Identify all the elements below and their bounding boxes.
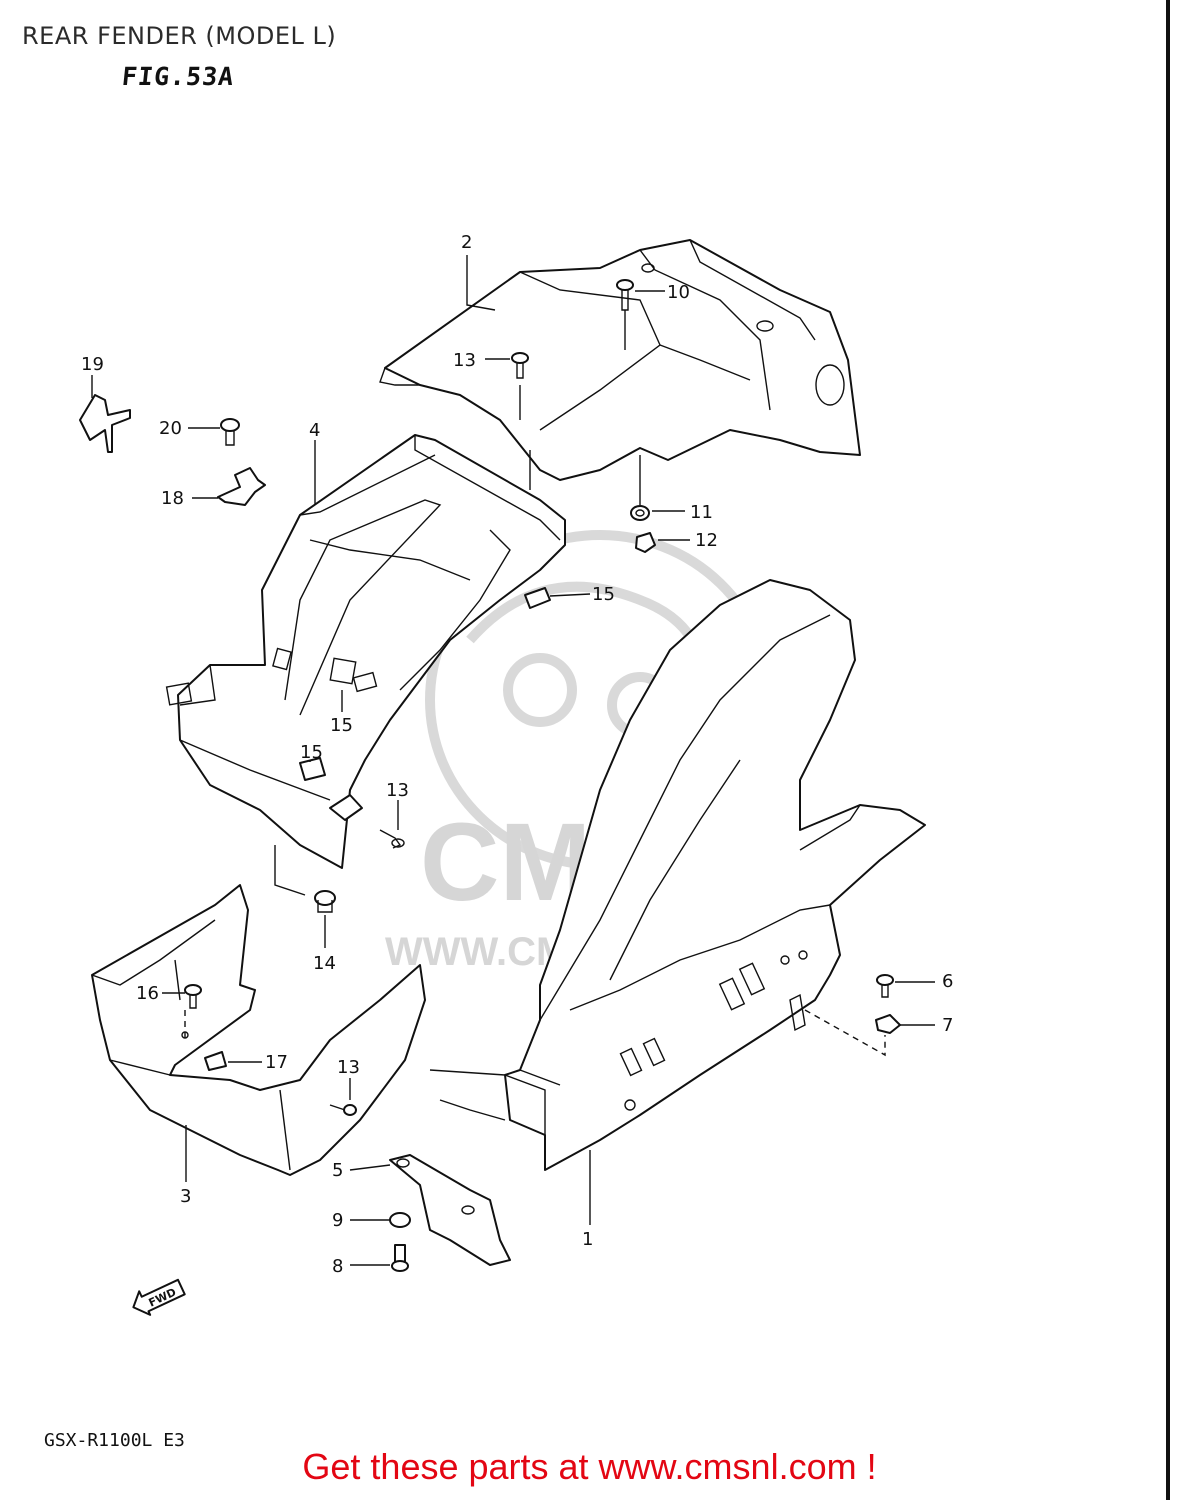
bolt-20 bbox=[220, 418, 240, 446]
footer-ad-link[interactable]: Get these parts at www.cmsnl.com ! bbox=[302, 1446, 877, 1487]
part-5-bracket bbox=[389, 1154, 511, 1266]
callout-9: 9 bbox=[332, 1210, 343, 1231]
callout-15-center: 15 bbox=[330, 715, 353, 736]
callout-6: 6 bbox=[942, 971, 953, 992]
callout-13-upper: 13 bbox=[453, 350, 476, 371]
callout-15-left: 15 bbox=[300, 742, 323, 763]
bolt-16 bbox=[184, 984, 202, 1009]
callout-16: 16 bbox=[136, 983, 159, 1004]
fwd-badge-text: FWD bbox=[147, 1286, 179, 1310]
callout-17: 17 bbox=[265, 1052, 288, 1073]
leader-lines bbox=[91, 255, 935, 1266]
callout-3: 3 bbox=[180, 1186, 191, 1207]
callout-7: 7 bbox=[942, 1015, 953, 1036]
nut-9 bbox=[389, 1212, 411, 1228]
model-code: GSX-R1100L E3 bbox=[44, 1430, 185, 1451]
page-title: REAR FENDER (MODEL L) bbox=[22, 22, 337, 50]
bolt-8 bbox=[391, 1244, 409, 1272]
page-edge-border bbox=[1166, 0, 1170, 1500]
callout-13-mid: 13 bbox=[386, 780, 409, 801]
callout-1: 1 bbox=[582, 1229, 593, 1250]
part-1-rear-fender bbox=[429, 579, 926, 1171]
bolt-14 bbox=[314, 890, 336, 913]
clip-19 bbox=[79, 394, 131, 453]
part-4-inner-fender bbox=[165, 434, 566, 869]
bolt-13-mid bbox=[329, 794, 405, 849]
grommet-11 bbox=[630, 505, 650, 521]
part-2-upper-bracket bbox=[379, 239, 861, 481]
nut-15-a bbox=[524, 587, 551, 609]
callout-8: 8 bbox=[332, 1256, 343, 1277]
bolt-13-upper bbox=[511, 352, 529, 379]
forward-direction-badge: FWD bbox=[132, 1278, 186, 1316]
grommet-7 bbox=[875, 1014, 901, 1034]
bolt-6 bbox=[876, 974, 894, 998]
callout-13-lower: 13 bbox=[337, 1057, 360, 1078]
callout-5: 5 bbox=[332, 1160, 343, 1181]
clip-18 bbox=[217, 467, 266, 506]
nut-15-b bbox=[299, 757, 326, 781]
callout-20: 20 bbox=[159, 418, 182, 439]
callout-4: 4 bbox=[309, 420, 320, 441]
callout-labels: 1 2 3 4 5 6 7 8 9 10 13 11 12 13 13 14 1… bbox=[81, 232, 953, 1277]
callout-18: 18 bbox=[161, 488, 184, 509]
callout-10: 10 bbox=[667, 282, 690, 303]
nut-17 bbox=[204, 1051, 227, 1071]
callout-14: 14 bbox=[313, 953, 336, 974]
callout-2: 2 bbox=[461, 232, 472, 253]
nut-12 bbox=[635, 532, 656, 553]
callout-19: 19 bbox=[81, 354, 104, 375]
part-3-splash-guard bbox=[91, 884, 426, 1176]
fasteners bbox=[79, 279, 901, 1272]
callout-12: 12 bbox=[695, 530, 718, 551]
callout-15-right: 15 bbox=[592, 584, 615, 605]
bolt-13-lower bbox=[329, 1104, 357, 1116]
callout-11: 11 bbox=[690, 502, 713, 523]
